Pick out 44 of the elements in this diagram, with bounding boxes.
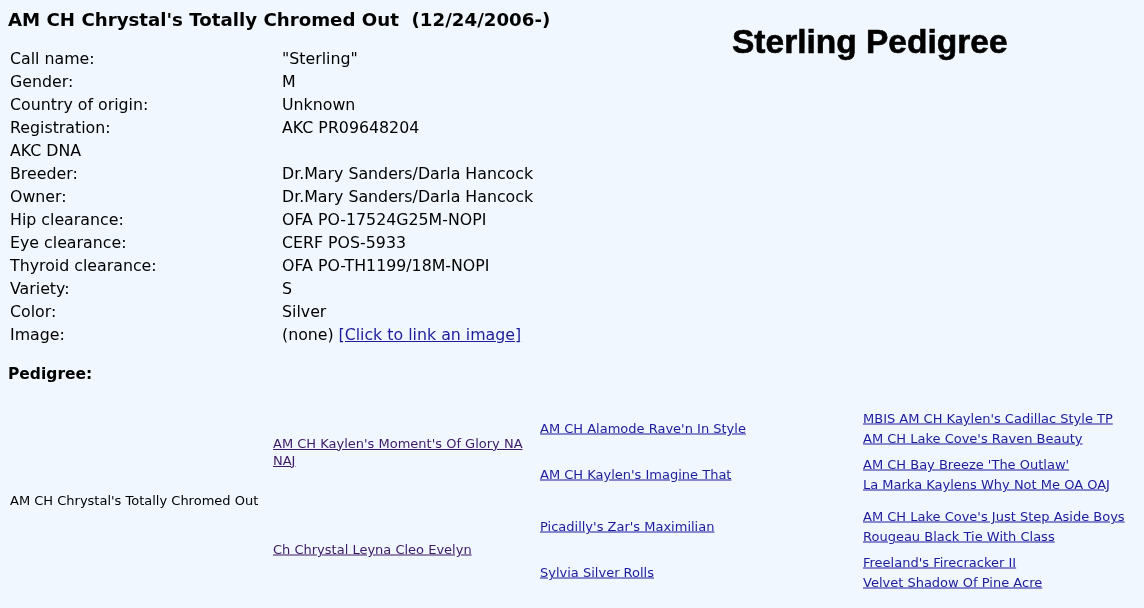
pedigree-link: MBIS AM CH Kaylen's Cadillac Style TP	[863, 409, 1113, 427]
field-value: "Sterling"	[282, 49, 358, 69]
field-value: OFA PO-17524G25M-NOPI	[282, 210, 487, 230]
pedigree-link: Rougeau Black Tie With Class	[863, 527, 1055, 545]
field-label: Image:	[10, 325, 65, 345]
image-link: [Click to link an image]	[338, 325, 522, 345]
field-value: S	[282, 279, 293, 299]
field-value: Unknown	[282, 95, 356, 115]
field-label: Hip clearance:	[10, 210, 124, 230]
field-value: Dr.Mary Sanders/Darla Hancock	[282, 164, 534, 184]
pedigree-link: AM CH Bay Breeze 'The Outlaw'	[863, 455, 1070, 473]
field-label: Variety:	[10, 279, 70, 299]
pedigree-link: AM CH Kaylen's Imagine That	[540, 465, 732, 483]
field-label: Gender:	[10, 72, 74, 92]
field-label: Breeder:	[10, 164, 78, 184]
field-value: Silver	[282, 302, 327, 322]
field-value: Dr.Mary Sanders/Darla Hancock	[282, 187, 534, 207]
field-label: Registration:	[10, 118, 111, 138]
page-title: AM CH Chrystal's Totally Chromed Out (12/24/2006-)	[8, 9, 551, 31]
field-label: Call name:	[10, 49, 95, 69]
pedigree-link: Ch Chrystal Leyna Cleo Evelyn	[273, 540, 472, 558]
page-heading: Sterling Pedigree	[732, 23, 1008, 61]
field-value: OFA PO-TH1199/18M-NOPI	[282, 256, 490, 276]
field-value: (none)	[282, 325, 334, 345]
field-value: CERF POS-5933	[282, 233, 406, 253]
pedigree-link: AM CH Kaylen's Moment's Of Glory NA NAJ	[273, 435, 523, 468]
field-label: Thyroid clearance:	[10, 256, 157, 276]
dog-name: AM CH Chrystal's Totally Chromed Out	[10, 491, 259, 509]
field-label: AKC DNA	[10, 141, 82, 161]
section-heading: Pedigree:	[8, 364, 93, 384]
pedigree-link: AM CH Lake Cove's Raven Beauty	[863, 429, 1083, 447]
field-value: M	[282, 72, 296, 92]
pedigree-link: La Marka Kaylens Why Not Me OA OAJ	[863, 475, 1110, 493]
field-value: AKC PR09648204	[282, 118, 420, 138]
pedigree-link: AM CH Lake Cove's Just Step Aside Boys	[863, 507, 1125, 525]
field-label: Owner:	[10, 187, 67, 207]
pedigree-link: Freeland's Firecracker II	[863, 553, 1017, 571]
field-label: Country of origin:	[10, 95, 149, 115]
pedigree-link: AM CH Alamode Rave'n In Style	[540, 419, 746, 437]
field-label: Color:	[10, 302, 57, 322]
pedigree-link: Sylvia Silver Rolls	[540, 563, 654, 581]
pedigree-link: Picadilly's Zar's Maximilian	[540, 517, 715, 535]
pedigree-link: Velvet Shadow Of Pine Acre	[863, 573, 1043, 591]
field-label: Eye clearance:	[10, 233, 127, 253]
